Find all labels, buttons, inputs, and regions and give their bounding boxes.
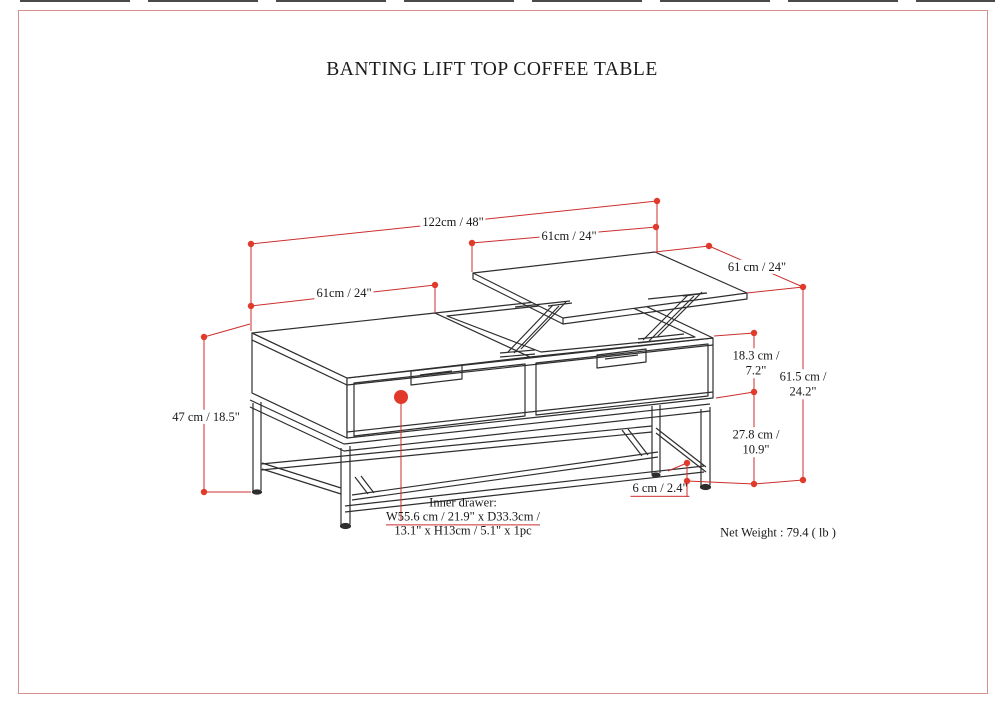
page-title: BANTING LIFT TOP COFFEE TABLE [326, 59, 658, 80]
leg-back-left [252, 402, 262, 491]
stretcher-front [344, 465, 705, 513]
left-drawer-handle-lip [419, 370, 453, 376]
dim-lift-top-depth-label: 61 cm / 24" [725, 259, 789, 275]
dim-overall-width-label: 122cm / 48" [420, 214, 486, 230]
stretcher-left [261, 462, 342, 495]
dimension-dots [200, 197, 807, 496]
dim-clearance-label: 27.8 cm / 10.9" [730, 427, 782, 457]
lift-arm-back [642, 291, 703, 342]
page-border [18, 10, 988, 694]
crossbar-right [621, 428, 649, 457]
right-drawer-handle [596, 348, 647, 369]
leg-back-right [651, 405, 661, 474]
inner-drawer-note-line2: W55.6 cm / 21.9" x D33.3cm / [385, 509, 541, 526]
leg-front-right [700, 407, 711, 486]
stretcher-back [260, 425, 653, 471]
foot-back-left [251, 489, 263, 495]
dim-line-ground [686, 479, 804, 485]
foot-front-left [339, 522, 352, 530]
right-drawer-front [535, 343, 709, 416]
stretcher-right [655, 427, 707, 473]
crossbar-left [354, 475, 375, 495]
inner-drawer-note: Inner drawer: W55.6 cm / 21.9" x D33.3cm… [385, 495, 541, 537]
stretcher-center [351, 451, 659, 501]
left-drawer-handle [410, 364, 463, 386]
lift-arm-front-brackets [499, 300, 573, 358]
top-thickness-edge [251, 339, 714, 386]
net-weight-label: Net Weight : 79.4 ( lb ) [720, 525, 836, 540]
dim-open-height-label: 61.5 cm / 24.2" [777, 369, 829, 399]
page-top-edge-line [20, 0, 995, 2]
foot-back-right [651, 472, 661, 478]
dim-left-half-width-label: 61cm / 24" [314, 285, 374, 301]
dim-line-table-height [203, 323, 251, 493]
lift-top-thickness [472, 273, 748, 325]
lift-arm-back-brackets [637, 292, 708, 344]
coffee-table-drawing [249, 251, 748, 530]
dim-lift-top-width-label: 61cm / 24" [539, 228, 599, 244]
cabinet-front-face [346, 337, 714, 439]
dim-lift-rise-label: 18.3 cm / 7.2" [730, 348, 782, 378]
leg-front-left [340, 446, 351, 525]
foot-front-right [699, 483, 712, 491]
left-drawer-front [353, 363, 526, 437]
right-drawer-handle-lip [604, 354, 639, 360]
dim-table-height-label: 47 cm / 18.5" [170, 409, 242, 425]
base-upper-rails [249, 399, 711, 452]
lift-arm-front [507, 301, 567, 354]
cabinet-bottom-inner-edge [346, 391, 714, 433]
dim-foot-height-label: 6 cm / 2.4" [630, 481, 690, 498]
inner-drawer-pointer-dot [394, 390, 408, 404]
